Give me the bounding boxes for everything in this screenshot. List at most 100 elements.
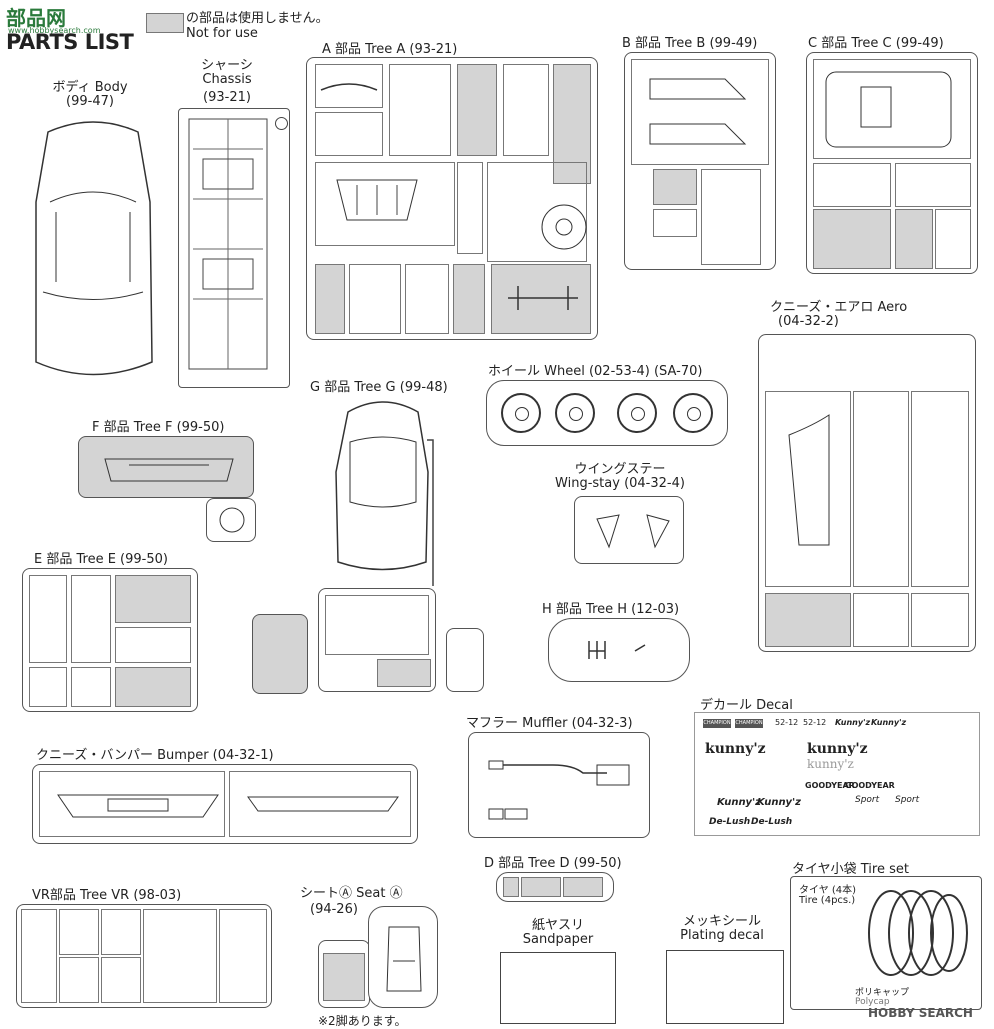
tree-a-cell-unused	[453, 264, 485, 334]
wheel-part	[555, 393, 595, 433]
bumper-frame	[32, 764, 418, 844]
tree-a-cell-unused	[553, 64, 591, 184]
tree-c-cell-unused	[813, 209, 891, 269]
tree-d-cell-unused	[521, 877, 561, 897]
sandpaper-label-jp: 紙ヤスリ	[531, 918, 584, 933]
aero-cell	[853, 391, 909, 587]
tree-d-cell-unused	[503, 877, 519, 897]
tree-c-label: C 部品 Tree C (99-49)	[808, 36, 944, 51]
tree-b-cell	[631, 59, 769, 165]
tree-a-cell	[349, 264, 401, 334]
decal-item: De-Lush	[709, 817, 751, 827]
tree-b-cell	[701, 169, 761, 265]
tire-set-label: タイヤ小袋 Tire set	[792, 862, 909, 877]
tree-e-cell-unused	[115, 575, 191, 623]
wingstay-label-jp: ウイングステー	[574, 462, 666, 477]
chassis-frame	[178, 108, 290, 388]
decal-item: 52-12	[803, 718, 827, 727]
aero-cell-unused	[765, 593, 851, 647]
tree-vr-cell	[21, 909, 57, 1003]
tree-c-cell	[813, 163, 891, 207]
tree-a-cell	[503, 64, 549, 156]
tree-c-cell	[935, 209, 971, 269]
tree-e-cell	[71, 575, 111, 663]
decal-item: CHAMPION	[735, 719, 763, 728]
decal-item: Kunny'z	[757, 797, 801, 808]
tree-vr-cell	[101, 957, 141, 1003]
muffler-frame	[468, 732, 650, 838]
tree-vr-frame	[16, 904, 272, 1008]
tree-vr-cell	[219, 909, 267, 1003]
sandpaper-label-en: Sandpaper	[522, 932, 594, 947]
tree-g-cell-unused	[377, 659, 431, 687]
decal-item: GOODYEAR	[805, 781, 855, 790]
tree-d-cell-unused	[563, 877, 603, 897]
decal-item: De-Lush	[751, 817, 793, 827]
tree-a-cell	[315, 112, 383, 156]
wheel-label: ホイール Wheel (02-53-4) (SA-70)	[488, 364, 703, 379]
tree-a-cell	[315, 64, 383, 108]
tree-g-side-frame-2	[446, 628, 484, 692]
tree-e-cell	[29, 575, 67, 663]
tree-vr-label: VR部品 Tree VR (98-03)	[32, 888, 182, 903]
aero-frame	[758, 334, 976, 652]
tree-b-cell	[653, 209, 697, 237]
legend-jp: の部品は使用しません。	[186, 11, 329, 26]
tree-vr-cell	[101, 909, 141, 955]
tree-a-cell-unused	[491, 264, 591, 334]
bumper-label: クニーズ・バンパー Bumper (04-32-1)	[36, 748, 274, 763]
car-top-view	[335, 401, 429, 571]
plating-sheet	[666, 950, 784, 1024]
car-body-drawing	[35, 121, 153, 376]
tree-vr-cell	[143, 909, 217, 1003]
muffler-label: マフラー Muffler (04-32-3)	[466, 716, 633, 731]
decal-item: Kunny'z	[835, 718, 871, 727]
tree-c-cell-unused	[895, 209, 933, 269]
decal-item: 52-12	[775, 718, 799, 727]
page-title: PARTS LIST	[6, 30, 134, 54]
plating-label-en: Plating decal	[680, 928, 764, 943]
decal-item: Kunny'z	[717, 797, 761, 808]
decal-item: kunny'z	[807, 757, 854, 771]
body-code: (99-47)	[66, 94, 114, 109]
site-url: www.hobbysearch.com	[8, 26, 101, 35]
chassis-code: (93-21)	[203, 90, 251, 105]
decal-item: Kunny'z	[871, 718, 907, 727]
seat-label: シートⒶ Seat Ⓐ	[300, 886, 403, 901]
wheel-part	[501, 393, 541, 433]
tree-e-cell-unused	[115, 667, 191, 707]
aero-code: (04-32-2)	[778, 314, 839, 329]
tree-b-cell-unused	[653, 169, 697, 205]
seat-note: ※2脚あります。	[318, 1014, 407, 1028]
tree-d-frame	[496, 872, 614, 902]
tree-f-frame	[78, 436, 254, 498]
wingstay-label-en: Wing-stay (04-32-4)	[555, 476, 685, 491]
tree-g-frame	[318, 588, 436, 692]
tree-e-cell	[29, 667, 67, 707]
tree-e-cell	[71, 667, 111, 707]
tire-set-frame: タイヤ (4本) Tire (4pcs.) ポリキャップ Polycap	[790, 876, 982, 1010]
tree-c-cell	[895, 163, 971, 207]
wheel-part	[617, 393, 657, 433]
polycap-label: ポリキャップ	[855, 988, 910, 998]
polycap-label-en: Polycap	[855, 997, 890, 1007]
tree-g-side-frame	[252, 614, 308, 694]
body-label: ボディ Body	[52, 80, 128, 95]
tree-e-cell	[115, 627, 191, 663]
aero-cell	[853, 593, 909, 647]
tree-vr-cell	[59, 909, 99, 955]
tree-a-cell	[405, 264, 449, 334]
decal-label: デカール Decal	[700, 698, 793, 713]
decal-item: kunny'z	[807, 741, 868, 757]
aero-cell	[911, 391, 969, 587]
wheel-frame	[486, 380, 728, 446]
tree-d-label: D 部品 Tree D (99-50)	[484, 856, 622, 871]
tree-c-cell	[813, 59, 971, 159]
tree-a-cell	[389, 64, 451, 156]
tree-e-frame	[22, 568, 198, 712]
tree-c-frame	[806, 52, 978, 274]
tree-a-cell-unused	[457, 64, 497, 156]
tree-h-label: H 部品 Tree H (12-03)	[542, 602, 680, 617]
wingstay-frame	[574, 496, 684, 564]
chassis-label-jp: シャーシ	[201, 58, 253, 73]
